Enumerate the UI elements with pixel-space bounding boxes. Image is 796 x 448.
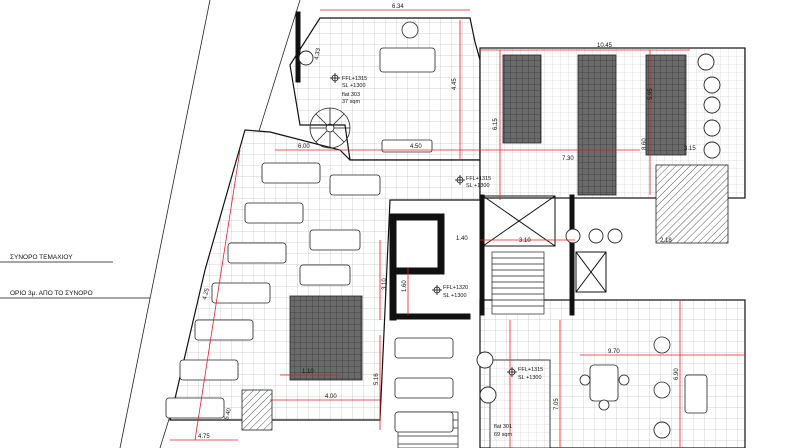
flat301-area: 69 sqm: [494, 432, 512, 438]
center-sl: SL +1300: [466, 183, 490, 189]
dim-860: 8.60: [642, 138, 648, 150]
flat303-name: flat 303: [342, 92, 360, 98]
dim-433: 4.33: [314, 47, 322, 60]
dim-218: 2.18: [660, 238, 672, 244]
dim-705: 7.05: [554, 398, 560, 410]
spiral-staircase: [309, 107, 351, 149]
flat303-sl: SL +1300: [342, 83, 366, 89]
lower-sl: SL +1300: [518, 375, 542, 381]
dim-595: 5.95: [648, 88, 654, 100]
dim-445: 4.45: [452, 78, 458, 90]
dim-600: 6.00: [298, 144, 310, 150]
dim-475: 4.75: [198, 434, 210, 440]
planters: [298, 50, 721, 439]
dim-634: 6.34: [392, 4, 404, 10]
level-markers: [330, 73, 517, 377]
flat301-name: flat 301: [494, 424, 512, 430]
dim-310b: 3.10: [382, 278, 388, 290]
flat303-area: 37 sqm: [342, 99, 360, 105]
lift-shaft: [482, 195, 607, 293]
dim-140: 1.40: [456, 236, 468, 242]
plot-boundary-label: ΣΥΝΟΡΟ ΤΕΜΑΧΙΟΥ: [10, 254, 73, 261]
dim-315: 3.15: [684, 146, 696, 152]
walls: [295, 11, 575, 321]
dim-110: 1.10: [302, 369, 314, 375]
dim-1045: 10.45: [597, 43, 613, 49]
solar-panels: [289, 54, 687, 381]
dim-730: 7.30: [562, 156, 574, 162]
stair-sl: SL +1300: [443, 293, 467, 299]
dim-450: 4.50: [410, 144, 422, 150]
dim-970: 9.70: [608, 349, 620, 355]
lower-ffl: FFL+1315: [518, 367, 543, 373]
patio-furniture: [379, 21, 708, 414]
center-ffl: FFL+1315: [466, 176, 491, 182]
dim-540: 5.40: [224, 407, 233, 420]
stair-ffl: FFL+1320: [443, 285, 468, 291]
hatched-services: [241, 164, 729, 431]
dim-425: 4.25: [202, 287, 211, 300]
offset-boundary-label: ΟΡΙΟ 3μ. ΑΠΟ ΤΟ ΣΥΝΟΡΟ: [10, 290, 93, 297]
dim-310a: 3.10: [519, 238, 531, 244]
sunbeds: [165, 162, 454, 433]
dim-160: 1.60: [402, 280, 408, 292]
dim-400: 4.00: [325, 394, 337, 400]
flat303-ffl: FFL+1315: [342, 76, 367, 82]
dim-516: 5.16: [374, 373, 380, 385]
dimension-lines: [170, 9, 745, 448]
dim-615: 6.15: [493, 118, 499, 130]
dim-690: 6.90: [674, 368, 680, 380]
